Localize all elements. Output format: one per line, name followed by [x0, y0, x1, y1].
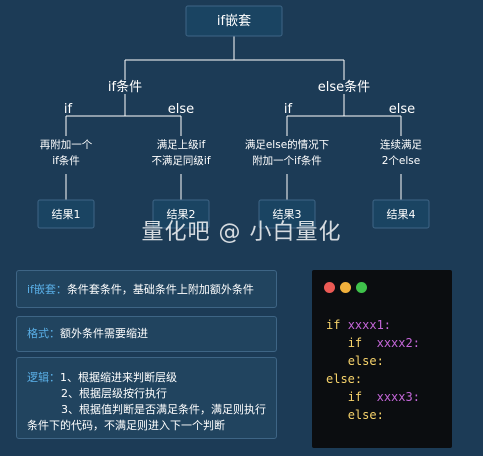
close-dot-icon[interactable]: [324, 282, 335, 293]
tree-connectors: [65, 36, 402, 200]
edge-label-if-2: if: [284, 102, 293, 117]
desc-3-line-2: 附加一个if条件: [252, 154, 322, 167]
code-line-2: if xxxx2:: [347, 336, 420, 350]
minimize-dot-icon[interactable]: [340, 282, 351, 293]
info-box-logic: 逻辑：1、根据缩进来判断层级 2、根据层级按行执行 3、根据值判断是否满足条件，…: [16, 357, 277, 439]
info-box-nesting: if嵌套：条件套条件，基础条件上附加额外条件: [16, 270, 277, 308]
result-box-2: [152, 199, 210, 229]
logic-line-2: 2、根据层级按行执行: [61, 387, 167, 400]
desc-1-line-1: 再附加一个: [40, 138, 93, 151]
nesting-text: 条件套条件，基础条件上附加额外条件: [66, 283, 254, 296]
format-label: 格式：: [27, 327, 60, 340]
result-label-1: 结果1: [52, 208, 81, 221]
maximize-dot-icon[interactable]: [356, 282, 367, 293]
decision-tree: if嵌套 if条件 else条件 if else if else 再附加一个 i…: [37, 5, 430, 229]
root-box: [185, 5, 283, 37]
logic-line-1: 1、根据缩进来判断层级: [60, 371, 177, 384]
format-text: 额外条件需要缩进: [60, 327, 148, 340]
code-line-5: if xxxx3:: [347, 390, 420, 404]
edge-label-else-1: else: [168, 102, 194, 117]
result-label-2: 结果2: [167, 208, 196, 221]
branch-label-else: else条件: [318, 79, 370, 95]
logic-line-4: 条件下的代码，不满足则进入下一个判断: [27, 419, 225, 432]
code-line-6: else:: [347, 408, 384, 422]
code-line-3: else:: [347, 354, 384, 368]
logic-line-3: 3、根据值判断是否满足条件，满足则执行: [61, 403, 266, 416]
nesting-label: if嵌套：: [27, 283, 67, 296]
desc-4-line-1: 连续满足: [380, 138, 422, 151]
result-box-1: [37, 199, 95, 229]
logic-label: 逻辑：: [27, 371, 60, 384]
desc-1-line-2: if条件: [52, 154, 80, 167]
desc-3-line-1: 满足else的情况下: [245, 138, 329, 151]
code-line-4: else:: [326, 372, 363, 386]
desc-4-line-2: 2个else: [382, 155, 421, 167]
watermark: 量化吧 @ 小白量化: [141, 220, 342, 245]
result-box-4: [372, 199, 430, 229]
code-window: if xxxx1: if xxxx2: else: else: if xxxx3:…: [312, 270, 452, 448]
edge-label-else-2: else: [389, 102, 415, 117]
result-label-4: 结果4: [387, 208, 416, 221]
result-label-3: 结果3: [273, 208, 302, 221]
window-controls: [324, 282, 372, 296]
code-block: if xxxx1: if xxxx2: else: else: if xxxx3:…: [326, 316, 420, 424]
result-box-3: [258, 199, 316, 229]
code-line-1: if xxxx1:: [326, 318, 392, 332]
root-label: if嵌套: [217, 13, 251, 29]
desc-2-line-2: 不满足同级if: [151, 155, 210, 167]
edge-label-if-1: if: [64, 102, 73, 117]
info-box-format: 格式：额外条件需要缩进: [16, 316, 277, 352]
desc-2-line-1: 满足上级if: [157, 139, 206, 151]
branch-label-if: if条件: [108, 79, 142, 95]
